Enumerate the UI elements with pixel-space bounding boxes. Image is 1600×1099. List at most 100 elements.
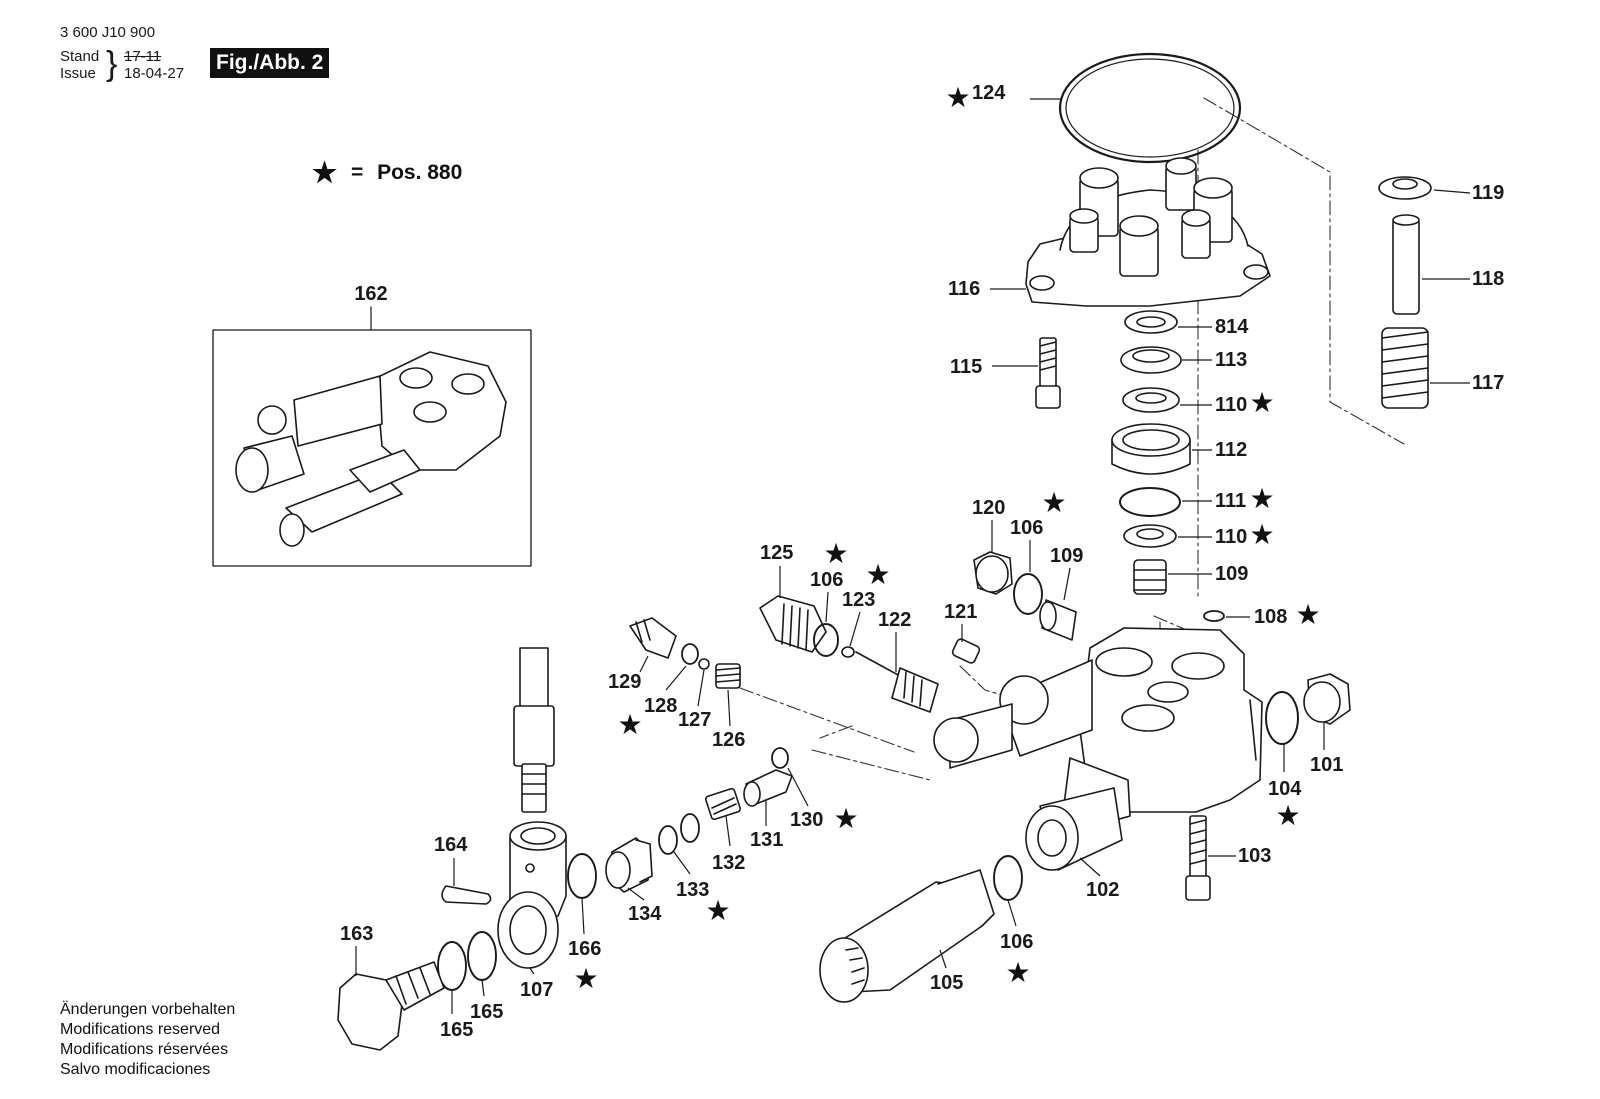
callout-166: 166 ★ <box>568 897 601 994</box>
callout-127: 127 <box>678 669 711 731</box>
part-125-unloader-cap <box>759 595 827 653</box>
part-101-plug <box>1303 673 1351 725</box>
part-133-o-rings <box>658 813 700 855</box>
part-119-retainer <box>1378 176 1432 200</box>
star-icon: ★ <box>823 538 848 569</box>
callout-122: 122 <box>878 609 911 672</box>
star-icon: ★ <box>1275 800 1300 831</box>
callout-leader-line <box>581 897 585 935</box>
part-123-o-ring-small <box>841 646 855 658</box>
callout-leader-line <box>1079 857 1101 877</box>
star-icon: ★ <box>1005 957 1030 988</box>
part-106-o-ring-lower <box>993 855 1023 901</box>
callout-label: 125 <box>760 542 793 564</box>
star-icon: ★ <box>1249 519 1274 550</box>
star-icon: ★ <box>1295 599 1320 630</box>
callout-leader-line <box>673 851 691 875</box>
modifications-notice: Änderungen vorbehalten Modifications res… <box>60 1000 235 1080</box>
part-122-piston <box>855 651 939 713</box>
callout-134: 134 <box>627 887 662 925</box>
inset-162-label: 162 <box>354 283 387 305</box>
callout-label: 124 <box>972 82 1006 104</box>
footer-line-es: Salvo modificaciones <box>60 1061 211 1078</box>
callout-106: 106★ <box>1010 487 1067 572</box>
callout-165: 165 <box>440 990 473 1041</box>
callout-102: 102 <box>1079 857 1119 901</box>
callout-126: 126 <box>712 689 745 751</box>
callout-label: 105 <box>930 972 963 994</box>
callout-110: 110★ <box>1180 387 1275 418</box>
inset-162-assembly <box>235 351 507 547</box>
part-104-o-ring <box>1265 691 1299 745</box>
part-124-o-ring <box>1058 52 1242 164</box>
callout-leader-line <box>665 665 687 691</box>
callout-layer: 124★119118117116814113115110★112111★110★… <box>340 82 1504 1041</box>
legend-equals: = <box>350 161 364 184</box>
callout-111: 111★ <box>1182 483 1275 514</box>
callout-leader-line <box>725 815 731 847</box>
spray-lance-connector <box>513 647 555 813</box>
part-102-outlet-fitting <box>1025 787 1123 871</box>
figure-label: Fig./Abb. 2 <box>210 48 330 78</box>
star-icon: ★ <box>945 82 970 113</box>
stand-label: Stand <box>60 48 100 65</box>
star-icon: ★ <box>312 157 338 188</box>
callout-leader-line <box>481 979 485 997</box>
callout-label: 117 <box>1472 372 1504 394</box>
callout-label: 131 <box>750 829 783 851</box>
callout-121: 121 <box>944 601 977 642</box>
callout-label: 163 <box>340 923 373 945</box>
callout-165: 165 <box>470 979 503 1023</box>
callout-129: 129 <box>608 655 649 693</box>
callout-leader-line <box>727 689 731 727</box>
part-131-valve-poppet <box>743 769 793 807</box>
callout-label: 116 <box>948 278 980 300</box>
callout-label: 121 <box>944 601 977 623</box>
part-107-elbow <box>497 821 567 969</box>
callout-label: 109 <box>1215 563 1248 585</box>
callout-103: 103 <box>1208 845 1271 867</box>
callout-105: 105 <box>930 949 963 994</box>
callout-117: 117 <box>1430 372 1504 394</box>
callout-106: 106★ <box>810 538 849 623</box>
part-120-plug <box>973 551 1013 595</box>
issue-label: Issue <box>60 65 96 82</box>
part-110-seal-upper <box>1122 387 1180 413</box>
document-number: 3 600 J10 900 <box>60 24 156 41</box>
callout-label: 102 <box>1086 879 1119 901</box>
callout-113: 113 <box>1182 349 1247 371</box>
callout-leader-line <box>849 611 861 647</box>
pump-manifold-body <box>933 627 1263 837</box>
part-130-o-ring <box>771 747 789 769</box>
callout-label: 103 <box>1238 845 1271 867</box>
part-108-o-ring <box>1203 610 1225 622</box>
star-icon: ★ <box>833 803 858 834</box>
star-icon: ★ <box>573 963 598 994</box>
callout-label: 110 <box>1215 394 1247 416</box>
callout-label: 134 <box>628 903 662 925</box>
star-icon: ★ <box>705 895 730 926</box>
part-129-nipple <box>629 617 677 659</box>
callout-164: 164 <box>434 834 468 886</box>
footer-line-en: Modifications reserved <box>60 1021 221 1038</box>
legend-text: Pos. 880 <box>377 161 463 184</box>
callout-label: 106 <box>1000 931 1033 953</box>
callout-label: 814 <box>1215 316 1249 338</box>
callout-label: 109 <box>1050 545 1083 567</box>
callout-label: 126 <box>712 729 745 751</box>
part-106-o-ring-mid <box>813 623 839 657</box>
part-126-spring <box>715 663 741 689</box>
part-132-spring <box>705 787 741 821</box>
callout-label: 166 <box>568 938 601 960</box>
callout-label: 113 <box>1215 349 1247 371</box>
callout-label: 129 <box>608 671 641 693</box>
callout-label: 122 <box>878 609 911 631</box>
callout-label: 120 <box>972 497 1005 519</box>
footer-line-fr: Modifications réservées <box>60 1041 229 1058</box>
callout-118: 118 <box>1422 268 1504 290</box>
callout-120: 120 <box>972 497 1005 552</box>
star-icon: ★ <box>1249 483 1274 514</box>
callout-label: 112 <box>1215 439 1247 461</box>
